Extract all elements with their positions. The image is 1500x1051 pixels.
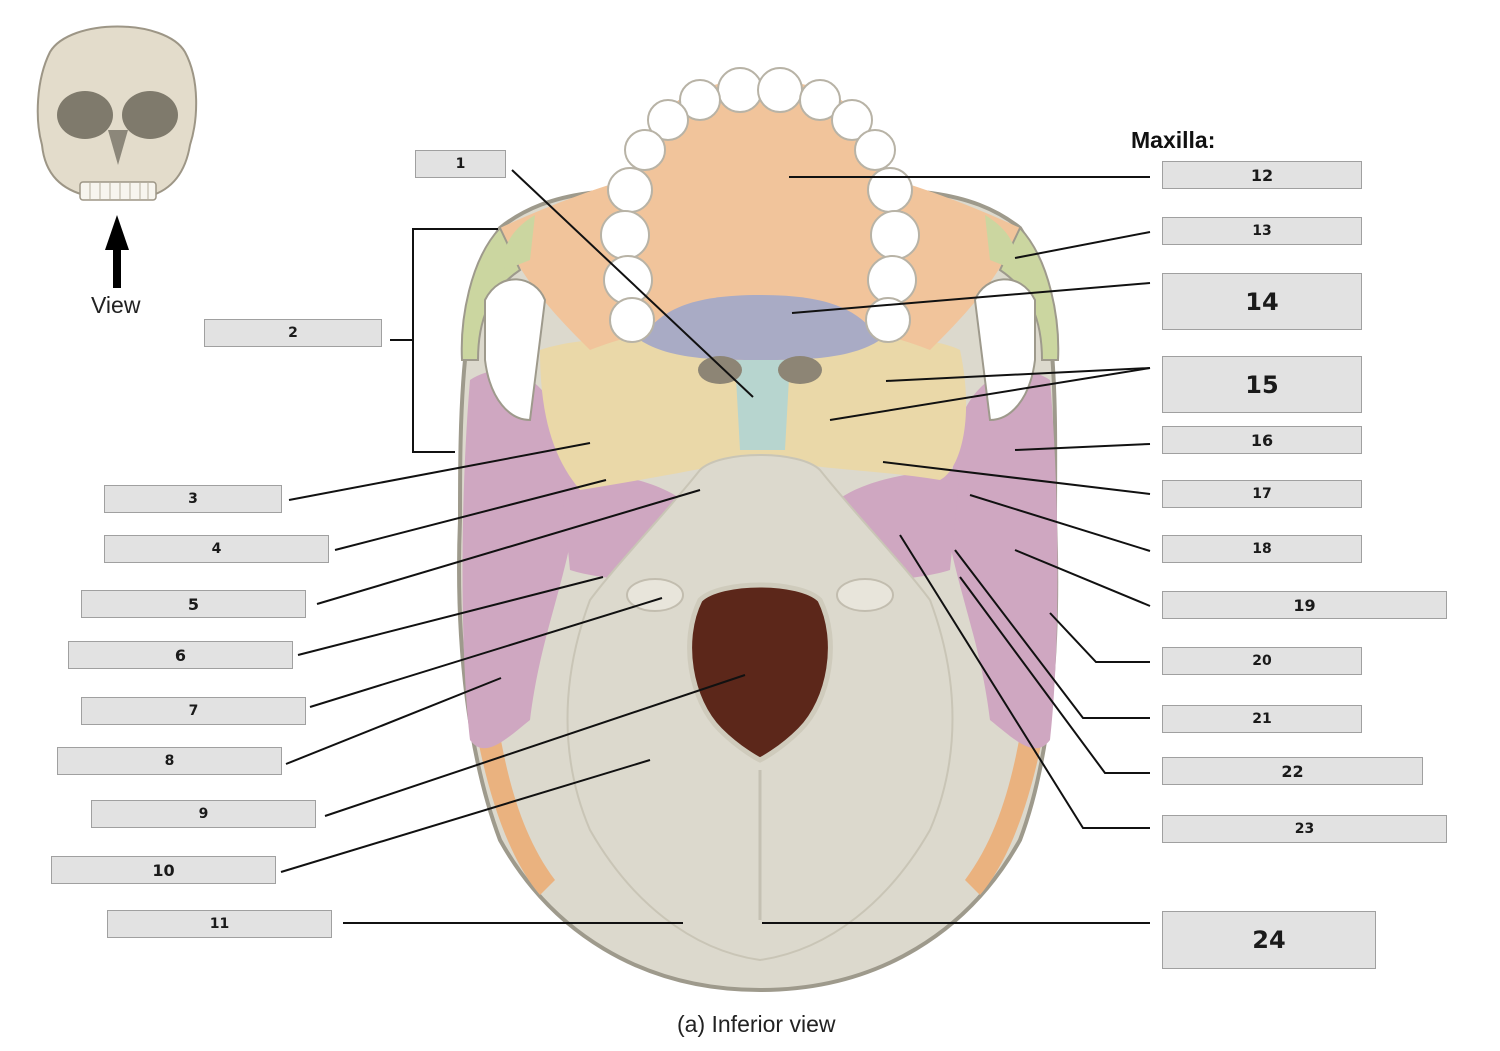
- teeth: [600, 67, 920, 343]
- label-box-11[interactable]: 11: [107, 910, 332, 938]
- label-box-14[interactable]: 14: [1162, 273, 1362, 330]
- label-box-9[interactable]: 9: [91, 800, 316, 828]
- vomer: [735, 360, 790, 450]
- figure-caption: (a) Inferior view: [677, 1011, 836, 1037]
- label-box-24[interactable]: 24: [1162, 911, 1376, 969]
- label-box-20[interactable]: 20: [1162, 647, 1362, 675]
- label-box-16[interactable]: 16: [1162, 426, 1362, 454]
- up-arrow-icon: [105, 215, 129, 288]
- label-box-18[interactable]: 18: [1162, 535, 1362, 563]
- label-box-22[interactable]: 22: [1162, 757, 1423, 785]
- label-box-2[interactable]: 2: [204, 319, 382, 347]
- temporal-left: [462, 370, 575, 749]
- maxilla-heading: Maxilla:: [1131, 127, 1216, 153]
- skull-base: [457, 67, 1060, 993]
- leader-lines: [280, 169, 1151, 924]
- label-box-5[interactable]: 5: [81, 590, 306, 618]
- temporal-right: [945, 370, 1058, 749]
- label-box-4[interactable]: 4: [104, 535, 329, 563]
- label-box-13[interactable]: 13: [1162, 217, 1362, 245]
- label-box-3[interactable]: 3: [104, 485, 282, 513]
- label-box-15[interactable]: 15: [1162, 356, 1362, 413]
- label-box-10[interactable]: 10: [51, 856, 276, 884]
- skull-front-icon: [36, 25, 198, 201]
- label-box-21[interactable]: 21: [1162, 705, 1362, 733]
- label-box-12[interactable]: 12: [1162, 161, 1362, 189]
- view-label: View: [91, 292, 141, 318]
- label-box-1[interactable]: 1: [415, 150, 506, 178]
- label-box-8[interactable]: 8: [57, 747, 282, 775]
- label-box-17[interactable]: 17: [1162, 480, 1362, 508]
- label-box-19[interactable]: 19: [1162, 591, 1447, 619]
- foramen-magnum: [687, 582, 833, 763]
- label-box-6[interactable]: 6: [68, 641, 293, 669]
- label-box-23[interactable]: 23: [1162, 815, 1447, 843]
- label-box-7[interactable]: 7: [81, 697, 306, 725]
